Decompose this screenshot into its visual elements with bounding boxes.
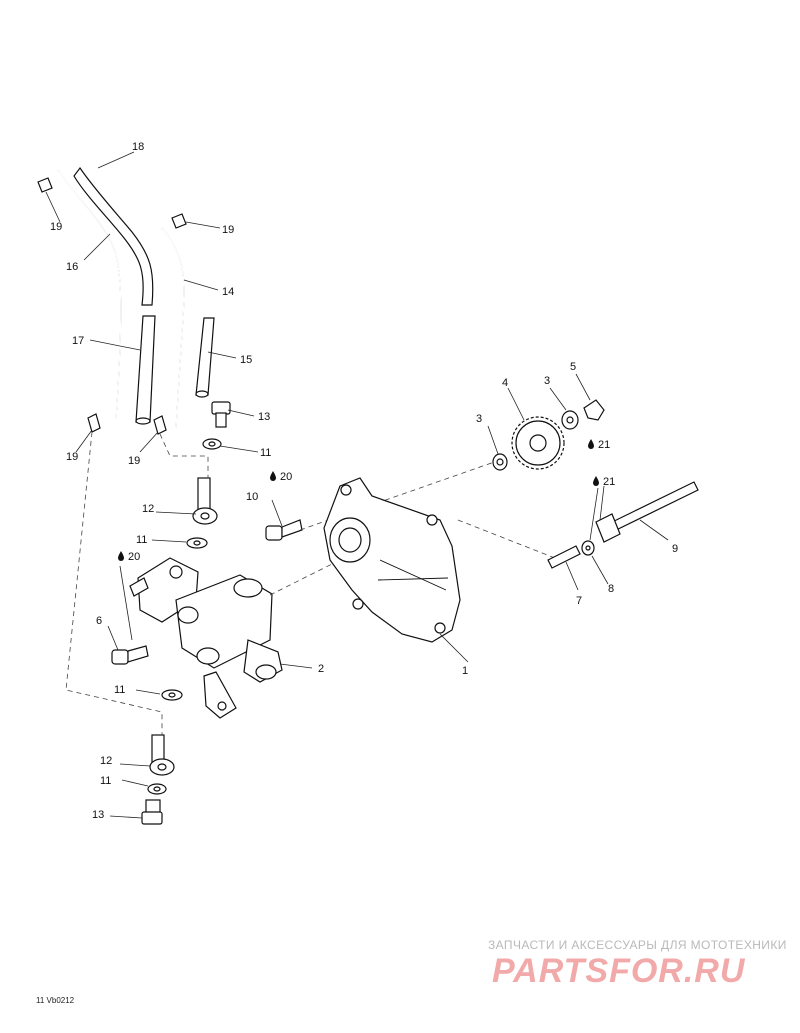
- callout-20-left: 20: [128, 551, 140, 563]
- screw-10: [265, 519, 303, 541]
- callout-20-top: 20: [280, 471, 292, 483]
- hose-15: [195, 317, 215, 398]
- callout-18: 18: [132, 141, 144, 153]
- callout-19-top-left: 19: [50, 221, 62, 233]
- washer-11-mid: [186, 537, 208, 549]
- clamp-19-bottom-left: [87, 413, 101, 433]
- callout-19-top-right: 19: [222, 224, 234, 236]
- oil-line-14: [161, 227, 185, 431]
- assembly-line-top: [159, 433, 209, 478]
- callout-10: 10: [246, 491, 258, 503]
- callout-19-bottom-left: 19: [66, 451, 78, 463]
- clamp-19-top-left: [37, 177, 53, 193]
- callout-8: 8: [608, 583, 614, 595]
- hose-18: [73, 166, 154, 306]
- clamp-19-top-right: [171, 213, 187, 229]
- pump-cover-1: [323, 477, 461, 643]
- callout-3-right: 3: [544, 375, 550, 387]
- leader-lines: [45, 151, 669, 819]
- callout-17: 17: [72, 335, 84, 347]
- callout-11-bottom: 11: [100, 775, 111, 787]
- callout-2: 2: [318, 663, 324, 675]
- assembly-line-shaft: [457, 519, 561, 561]
- callout-19-bottom-mid: 19: [128, 455, 140, 467]
- banjo-fitting-12-bottom: [149, 734, 175, 776]
- drop-icon-20-top: [270, 471, 276, 481]
- circlip-5: [583, 399, 605, 421]
- drawing-code: 11 Vb0212: [36, 996, 75, 1005]
- washer-11-bottom: [147, 783, 167, 795]
- callout-11-mid: 11: [136, 534, 147, 546]
- drop-icon-21-gear: [588, 439, 594, 449]
- watermark-logo: PARTSFOR.RU: [492, 952, 746, 990]
- callout-12-top: 12: [142, 503, 154, 515]
- callout-labels: 18 19 19 16 14 17 15 13 19 19 11 20 10 1…: [50, 141, 678, 821]
- callout-12-bottom: 12: [100, 755, 112, 767]
- assembly-line-left: [65, 431, 163, 735]
- drop-icon-21-shaft: [593, 476, 599, 486]
- callout-13-top: 13: [258, 411, 270, 423]
- washer-3-left: [492, 453, 508, 471]
- washer-11-lower: [161, 689, 183, 701]
- pin-7: [547, 545, 581, 569]
- banjo-bolt-13-bottom: [141, 799, 163, 825]
- callout-5: 5: [570, 361, 576, 373]
- clamp-19-bottom-mid: [153, 415, 167, 435]
- washer-3-right: [561, 410, 579, 430]
- callout-4: 4: [502, 377, 508, 389]
- banjo-fitting-12-top: [192, 477, 218, 525]
- callout-1: 1: [462, 665, 468, 677]
- assembly-line-pump: [269, 559, 341, 596]
- hose-17: [135, 315, 156, 425]
- washer-11-top: [202, 438, 222, 450]
- washer-8: [581, 540, 595, 556]
- callout-6: 6: [96, 615, 102, 627]
- callout-21-shaft: 21: [603, 476, 615, 488]
- oil-pump-2: [129, 557, 283, 719]
- callout-15: 15: [240, 354, 252, 366]
- drop-icon-20-left: [118, 551, 124, 561]
- callout-7: 7: [576, 595, 582, 607]
- banjo-bolt-13-top: [211, 401, 231, 428]
- callout-11-top: 11: [260, 447, 271, 459]
- callout-9: 9: [672, 543, 678, 555]
- oil-line-16: [57, 169, 122, 421]
- watermark-tagline: ЗАПЧАСТИ И АКСЕССУАРЫ ДЛЯ МОТОТЕХНИКИ: [488, 938, 787, 952]
- callout-14: 14: [222, 286, 234, 298]
- shaft-9: [595, 481, 699, 543]
- callout-16: 16: [66, 261, 78, 273]
- screw-6: [111, 645, 149, 665]
- callout-11-lower: 11: [114, 684, 125, 696]
- callout-13-bottom: 13: [92, 809, 104, 821]
- callout-21-gear: 21: [598, 439, 610, 451]
- drive-gear-4: [511, 416, 565, 470]
- callout-3-left: 3: [476, 413, 482, 425]
